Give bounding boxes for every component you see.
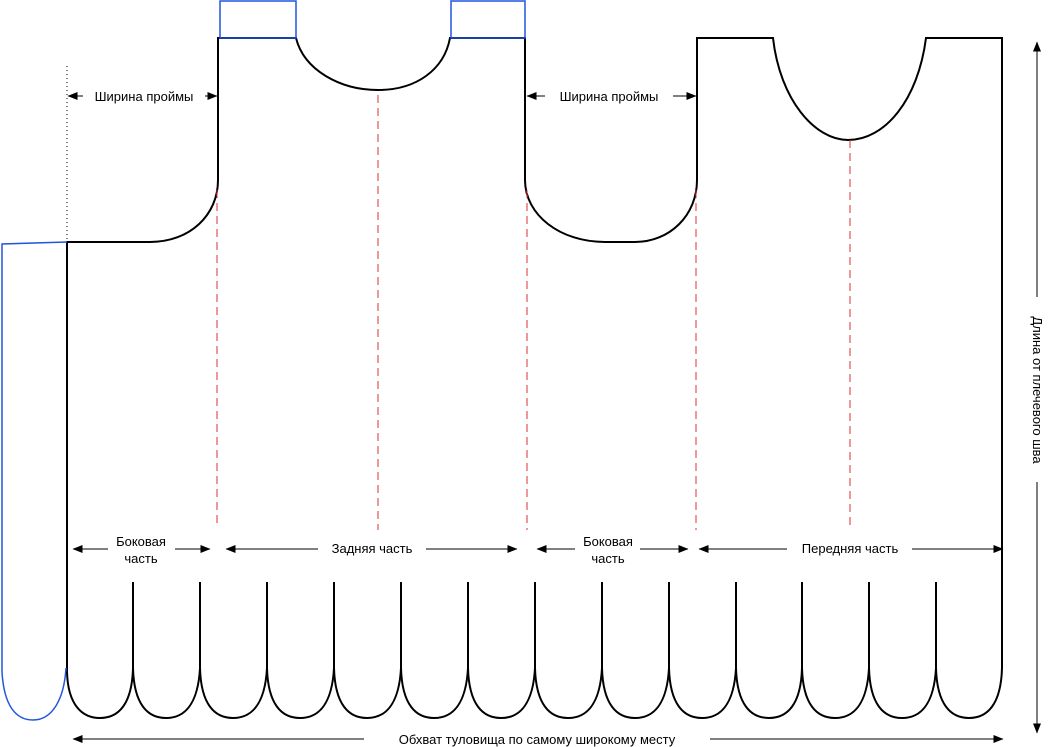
hem-petal bbox=[66, 582, 134, 720]
red-guide-lines bbox=[216, 95, 851, 530]
hem-petal bbox=[132, 582, 201, 720]
right-side-part-label-line1: Боковая bbox=[583, 534, 633, 549]
length-from-shoulder-label: Длина от плечевого шва bbox=[1030, 316, 1045, 464]
hem-petal bbox=[400, 582, 469, 720]
hem-petal bbox=[333, 582, 402, 720]
hem-petal bbox=[668, 582, 737, 720]
back-part-label: Задняя часть bbox=[332, 541, 413, 556]
hem-petal bbox=[534, 582, 603, 720]
hem-petal bbox=[935, 667, 1003, 720]
left-side-part-label-line2: часть bbox=[124, 551, 157, 566]
armhole-width-label-left: Ширина проймы bbox=[95, 89, 194, 104]
left-side-part-label-line1: Боковая bbox=[116, 534, 166, 549]
left-shoulder-box bbox=[219, 0, 297, 39]
hem-petal bbox=[467, 582, 536, 720]
hem-petal bbox=[266, 582, 335, 720]
hem-petal bbox=[601, 582, 670, 720]
scalloped-hem bbox=[66, 582, 1003, 720]
hem-petal bbox=[868, 582, 937, 720]
hem-petal bbox=[199, 582, 268, 720]
dimension-arrows bbox=[67, 41, 1041, 743]
front-part-label: Передняя часть bbox=[802, 541, 899, 556]
side-strip-outline bbox=[1, 241, 68, 721]
hem-petal bbox=[735, 582, 803, 720]
right-side-part-label-line2: часть bbox=[591, 551, 624, 566]
torso-girth-label: Обхват туловища по самому широкому месту bbox=[399, 732, 676, 747]
hem-petal bbox=[801, 582, 870, 720]
body-outline bbox=[66, 37, 1003, 672]
right-shoulder-box bbox=[450, 0, 526, 39]
armhole-width-label-right: Ширина проймы bbox=[560, 89, 659, 104]
